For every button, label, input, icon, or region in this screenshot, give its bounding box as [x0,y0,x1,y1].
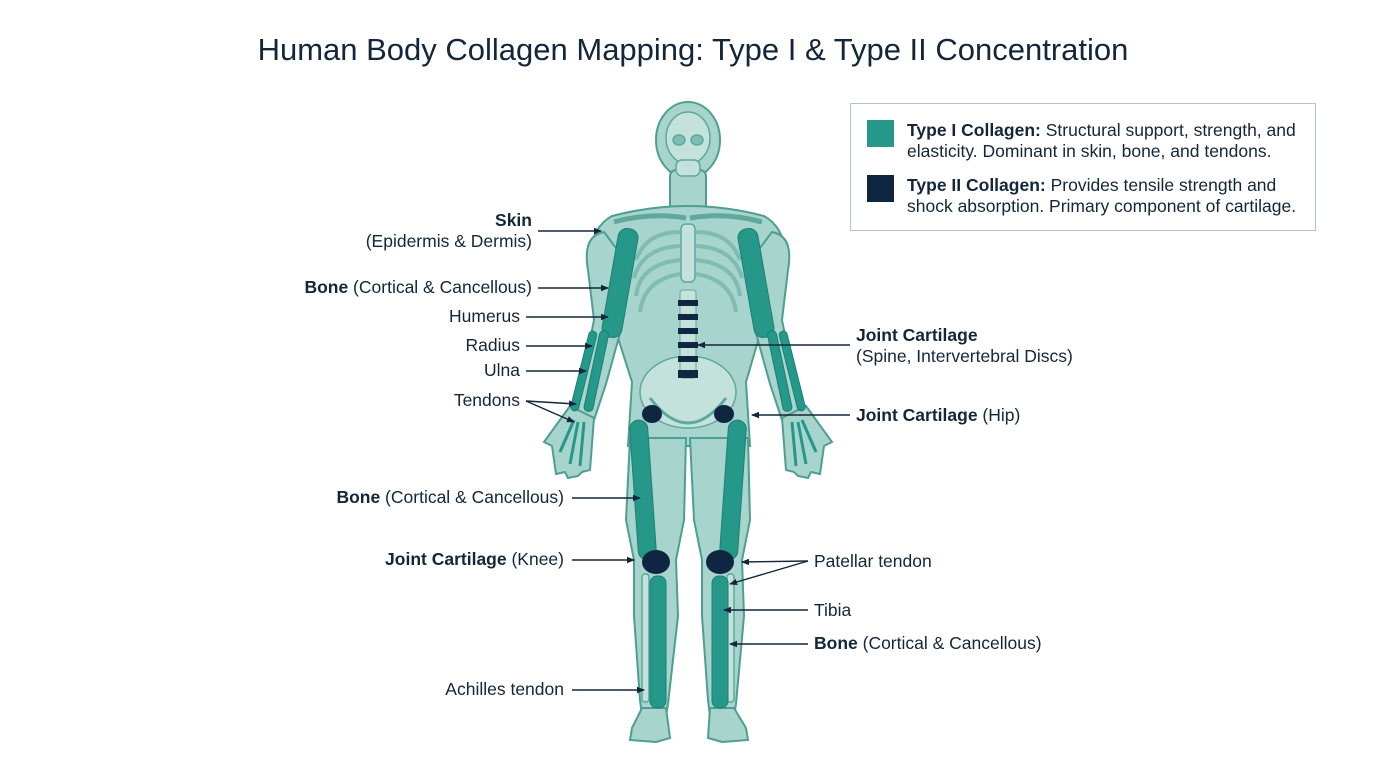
leader-tendons-b [525,400,575,423]
disc [678,370,698,378]
label-radius: Radius [465,335,520,355]
label-achilles: Achilles tendon [445,679,564,699]
right-radius [767,330,793,412]
disc [678,300,698,306]
label-skin-bold: Skin [495,210,532,230]
right-tibia [711,575,729,709]
right-knee-cartilage [706,550,734,574]
right-ulna [778,330,806,412]
disc [678,328,698,334]
label-ulna: Ulna [484,360,520,380]
leader-lines [525,227,850,694]
jaw [675,159,701,177]
legend-item-type2: Type II Collagen: Provides tensile stren… [867,175,1307,217]
label-skin: Skin (Epidermis & Dermis) [366,210,532,252]
left-knee-cartilage [642,550,670,574]
label-patellar: Patellar tendon [814,551,932,571]
type2-swatch [867,175,894,202]
legend-type1-name: Type I Collagen: [907,120,1041,140]
right-hip-cartilage [714,405,734,423]
label-skin-text: (Epidermis & Dermis) [365,231,532,251]
left-hand [542,404,596,480]
spine [678,289,698,379]
ribs [632,230,744,313]
left-eye-socket [672,134,686,146]
label-bone-femur: Bone (Cortical & Cancellous) [336,487,564,507]
leader-patellar-b [729,560,809,586]
left-hip-cartilage [642,405,662,423]
legend-item-type1: Type I Collagen: Structural support, str… [867,120,1307,162]
page-title: Human Body Collagen Mapping: Type I & Ty… [257,32,1129,67]
label-tibia: Tibia [814,600,852,620]
label-tendons: Tendons [453,390,520,410]
left-fibula [641,573,650,703]
label-humerus: Humerus [449,306,520,326]
disc [678,314,698,320]
right-eye-socket [690,134,704,146]
type1-swatch [867,120,894,147]
type2-cartilage [642,405,734,574]
label-bone-tibia: Bone (Cortical & Cancellous) [814,633,1042,653]
skull [665,111,711,165]
sternum [680,223,696,283]
hand-tendons [558,419,818,467]
left-tibia [649,575,667,709]
left-foot [628,707,672,744]
legend-type2-desc: Provides tensile strength and shock abso… [907,175,1297,216]
right-foot [706,707,750,744]
right-humerus [737,228,775,338]
right-hand [780,404,834,480]
disc [678,356,698,362]
legend-type1-desc: Structural support, strength, and elasti… [907,120,1296,161]
label-knee: Joint Cartilage (Knee) [385,549,564,569]
disc [678,342,698,348]
legend: Type I Collagen: Structural support, str… [850,103,1316,231]
leader-tendons-a [525,400,577,407]
label-spine: Joint Cartilage (Spine, Intervertebral D… [856,325,1073,366]
label-hip: Joint Cartilage (Hip) [856,405,1021,425]
legend-type2-name: Type II Collagen: [907,175,1046,195]
left-humerus [601,228,639,338]
label-bone-arm: Bone (Cortical & Cancellous) [304,277,532,297]
right-clavicle [689,213,763,225]
leader-patellar-a [741,558,809,566]
left-radius [583,330,609,412]
left-clavicle [613,213,687,225]
